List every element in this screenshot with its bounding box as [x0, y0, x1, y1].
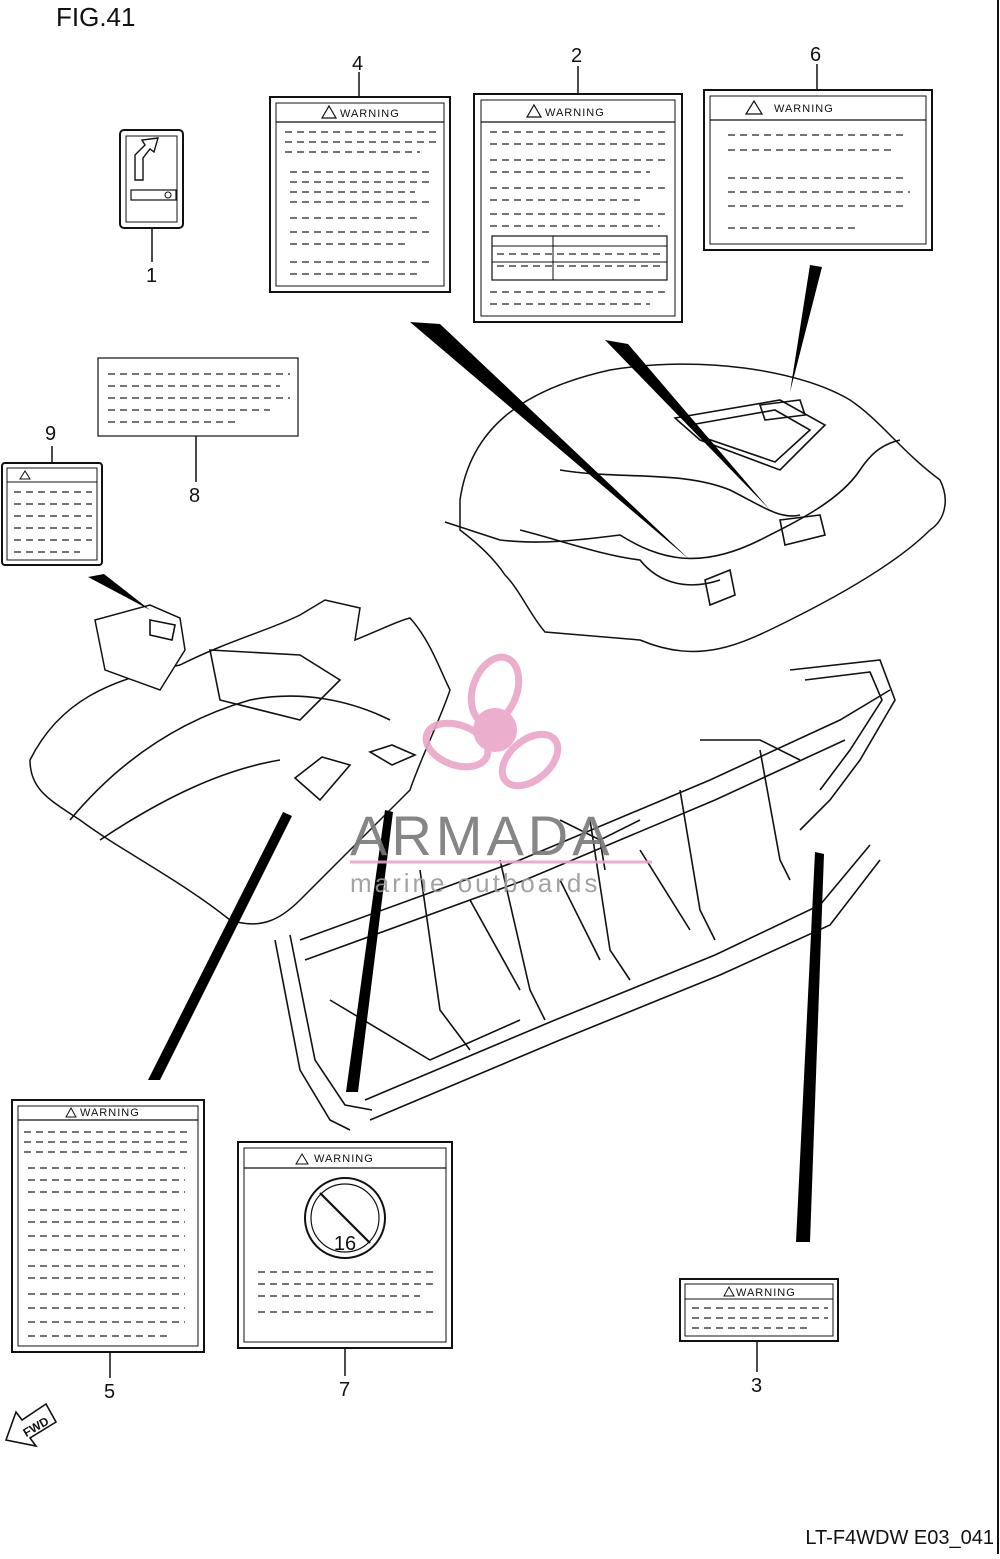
label-3: WARNING — [679, 1278, 839, 1372]
callout-7: 7 — [339, 1379, 350, 1401]
label-6-warning-heading: WARNING — [774, 103, 834, 115]
figure-title: FIG.41 — [56, 2, 136, 32]
label-1 — [119, 129, 184, 262]
callout-5: 5 — [104, 1381, 115, 1403]
age-badge-text: 16 — [334, 1233, 356, 1255]
label-8 — [97, 357, 299, 482]
propeller-logo-icon — [422, 653, 562, 790]
watermark-brand: ARMADA — [350, 804, 614, 867]
label-7-warning-heading: WARNING — [314, 1153, 374, 1165]
callout-4: 4 — [352, 53, 363, 75]
callout-6: 6 — [810, 44, 821, 66]
callout-1: 1 — [146, 265, 157, 287]
frame — [274, 659, 896, 1131]
label-2-warning-heading: WARNING — [545, 107, 605, 119]
label-5: WARNING — [11, 1099, 205, 1378]
callout-8: 8 — [189, 485, 200, 507]
label-5-warning-heading: WARNING — [80, 1107, 140, 1119]
label-2: WARNING — [473, 66, 683, 323]
label-9 — [1, 446, 103, 566]
figure-code: LT-F4WDW E03_041 — [805, 1527, 994, 1549]
label-7: WARNING 16 — [237, 1141, 453, 1376]
callout-9: 9 — [45, 423, 56, 445]
watermark-tagline: marine outboards — [350, 868, 600, 898]
rear-fender — [444, 363, 946, 653]
label-4: WARNING — [269, 72, 451, 293]
callout-3: 3 — [751, 1375, 762, 1397]
watermark: ARMADA marine outboards — [350, 653, 652, 898]
label-4-warning-heading: WARNING — [340, 108, 400, 120]
fwd-arrow-icon: FWD — [4, 1402, 58, 1448]
label-6: WARNING — [703, 64, 933, 251]
pointer-wedges — [88, 265, 824, 1242]
label-3-warning-heading: WARNING — [736, 1287, 796, 1299]
front-fender — [29, 599, 451, 925]
callout-2: 2 — [571, 45, 582, 67]
callout-numbers: 1 2 3 4 5 6 7 8 9 — [45, 44, 821, 1403]
